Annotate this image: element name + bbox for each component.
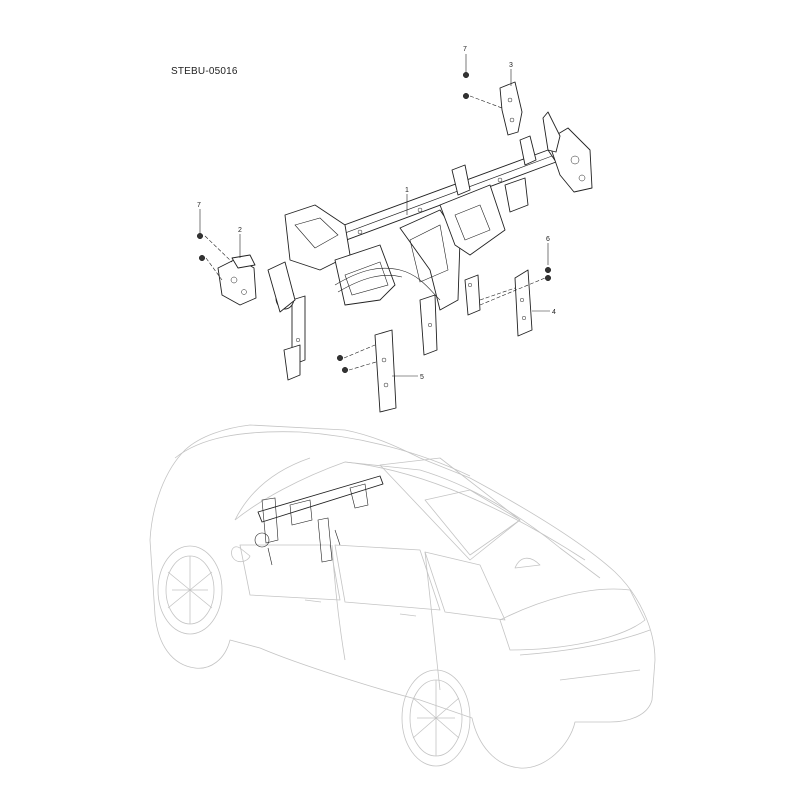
suv-vehicle-outline-icon <box>149 424 656 769</box>
callout-labels: 1 2 3 4 5 6 7 7 <box>197 46 556 381</box>
instrument-panel-crossmember-icon <box>267 111 593 381</box>
callout-1: 1 <box>405 187 409 194</box>
left-side-bracket <box>217 254 257 306</box>
diagram-code: STEBU-05016 <box>171 66 238 77</box>
right-lower-bracket <box>514 269 533 337</box>
callout-5: 5 <box>420 374 424 381</box>
callout-4: 4 <box>552 309 556 316</box>
crossmember-location-in-vehicle <box>254 475 384 566</box>
callout-7-left: 7 <box>197 202 201 209</box>
callout-3: 3 <box>509 62 513 69</box>
callout-2: 2 <box>238 227 242 234</box>
leader-lines <box>199 54 550 377</box>
callout-7-top: 7 <box>463 46 467 53</box>
upper-right-bracket <box>499 81 523 136</box>
callout-6: 6 <box>546 236 550 243</box>
bolts <box>196 71 552 374</box>
center-lower-bracket <box>374 329 397 413</box>
